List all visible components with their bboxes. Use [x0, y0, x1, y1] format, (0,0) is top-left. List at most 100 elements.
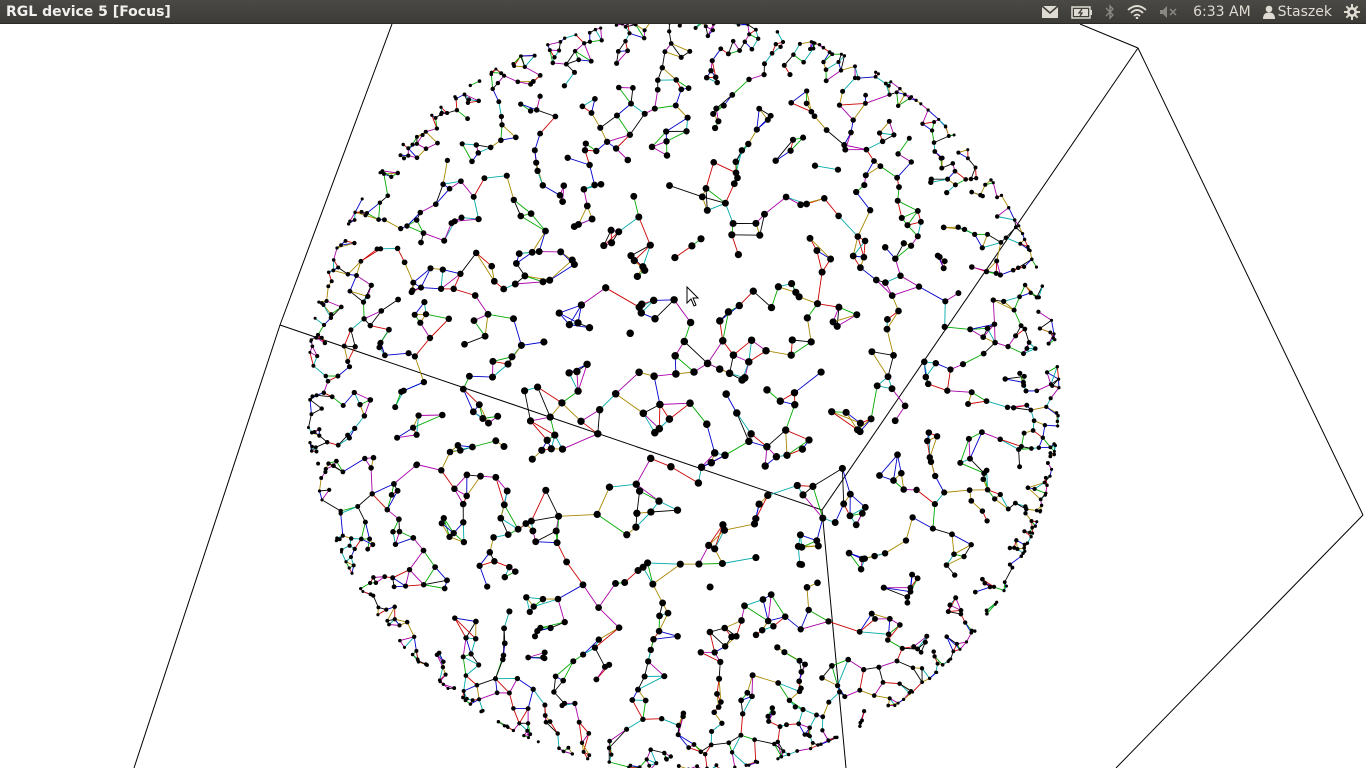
user-menu[interactable]: Staszek [1259, 4, 1338, 20]
mesh-point [769, 50, 775, 56]
mesh-point [927, 676, 932, 681]
mesh-edge [347, 346, 356, 362]
mesh-point [485, 419, 492, 427]
mesh-point [378, 308, 385, 314]
mesh-edge [944, 301, 946, 327]
mesh-point [376, 613, 380, 617]
mesh-point [354, 273, 359, 278]
mesh-point [331, 258, 336, 262]
mesh-edge [531, 515, 559, 522]
gear-icon[interactable] [1338, 0, 1366, 24]
mesh-point [678, 54, 684, 60]
mesh-point [462, 92, 467, 97]
mesh-point [358, 258, 364, 264]
mesh-edge [744, 605, 769, 622]
mesh-point [398, 225, 404, 232]
mesh-point [557, 746, 561, 751]
mesh-edge [992, 182, 998, 198]
mesh-point [983, 268, 990, 275]
mesh-edge [440, 470, 455, 490]
mesh-point [457, 270, 464, 278]
mesh-edge [913, 635, 928, 648]
clock[interactable]: 6:33 AM [1193, 4, 1251, 20]
mesh-point [1002, 588, 1006, 593]
mesh-point [489, 70, 494, 75]
mesh-point [560, 182, 568, 189]
mesh-point [861, 708, 867, 714]
mesh-edge [839, 104, 854, 121]
mesh-edge [609, 728, 627, 742]
mesh-edge [454, 617, 476, 622]
mesh-point [853, 188, 860, 196]
mesh-edge [395, 537, 414, 545]
mesh-point [510, 196, 517, 204]
mesh-edge [540, 621, 565, 629]
mesh-point [883, 81, 888, 86]
wifi-icon[interactable] [1121, 0, 1153, 24]
mesh-edge [996, 242, 1002, 262]
mesh-point [1010, 565, 1015, 570]
mesh-edge [878, 660, 898, 668]
mesh-point [489, 373, 496, 381]
mesh-edge [944, 489, 970, 493]
mesh-point [792, 704, 798, 710]
mesh-edge [386, 606, 396, 622]
mesh-edge [357, 493, 373, 507]
mesh-point [410, 142, 415, 147]
mesh-point [348, 536, 354, 541]
battery-icon[interactable] [1065, 0, 1099, 24]
mesh-point [711, 545, 719, 553]
mesh-point [775, 680, 782, 686]
mesh-point [440, 181, 446, 188]
mesh-edge [431, 115, 438, 129]
mesh-point [974, 176, 979, 181]
mesh-edge [463, 675, 467, 692]
mesh-edge [959, 438, 970, 464]
mesh-point [781, 426, 790, 434]
mesh-point [368, 592, 373, 597]
mesh-edge [349, 290, 364, 303]
mesh-point [823, 127, 830, 134]
mesh-point [632, 523, 640, 531]
mesh-point [522, 734, 526, 738]
mesh-edge [790, 90, 807, 104]
mesh-edge [484, 314, 489, 337]
mesh-point [360, 197, 364, 201]
mesh-edge [887, 624, 901, 641]
mesh-point [1011, 307, 1017, 313]
mesh-point [932, 359, 940, 367]
mesh-point [710, 110, 717, 117]
mesh-edge [462, 388, 480, 406]
mesh-point [613, 112, 621, 119]
bluetooth-icon[interactable] [1099, 0, 1121, 24]
mesh-point [934, 670, 939, 675]
mesh-edge [883, 587, 908, 598]
mesh-point [1048, 330, 1053, 335]
mesh-edge [693, 744, 706, 755]
mesh-point [949, 531, 955, 538]
mesh-point [627, 31, 632, 36]
rgl-3d-canvas[interactable] [0, 24, 1366, 768]
mesh-point [446, 686, 450, 690]
mesh-point [1007, 545, 1013, 551]
mail-icon[interactable] [1035, 0, 1065, 24]
mesh-edge [413, 267, 431, 283]
mesh-point [1021, 351, 1026, 357]
mesh-point [498, 113, 505, 120]
mesh-point [1032, 486, 1037, 492]
mesh-edge [912, 517, 934, 529]
mesh-point [537, 93, 543, 99]
mesh-point [570, 260, 578, 269]
volume-muted-icon[interactable] [1153, 0, 1185, 24]
mesh-edge [700, 651, 721, 663]
mesh-edge [392, 569, 410, 579]
mesh-point [583, 360, 591, 369]
mesh-point [835, 735, 839, 740]
mesh-point [309, 339, 313, 343]
mesh-edge [466, 475, 481, 497]
mesh-point [790, 389, 799, 397]
mesh-point [651, 105, 658, 112]
mesh-point [527, 210, 535, 217]
mesh-edge [583, 733, 590, 753]
mesh-edge [577, 364, 588, 392]
